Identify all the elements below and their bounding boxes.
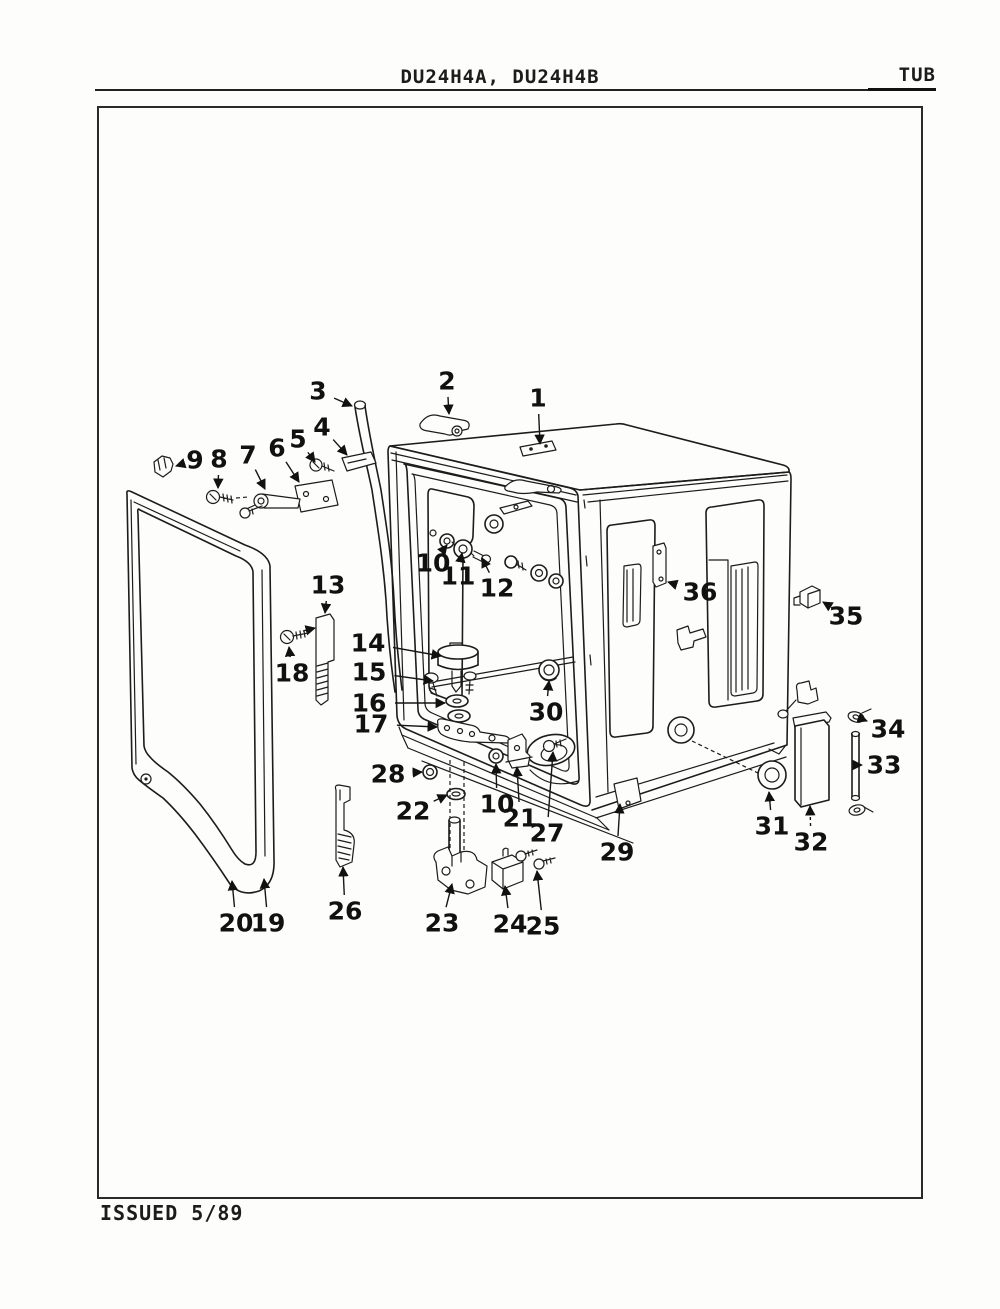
callout-31: 31	[755, 812, 790, 841]
side-panels	[281, 614, 355, 867]
callout-24: 24	[493, 910, 528, 939]
callout-leader-9	[174, 458, 187, 469]
callout-leader-27	[547, 750, 558, 817]
callout-leader-36	[666, 579, 679, 590]
callout-26: 26	[328, 897, 363, 926]
callout-20: 20	[219, 909, 254, 938]
callout-34: 34	[871, 715, 906, 744]
callout-15: 15	[352, 658, 387, 687]
callout-leader-30	[542, 679, 554, 696]
callout-leader-21	[512, 765, 523, 802]
callout-leader-23	[444, 882, 455, 907]
callout-13: 13	[311, 571, 346, 600]
callout-leader-26	[338, 865, 349, 895]
callout-leader-32	[805, 804, 816, 826]
callout-11: 11	[441, 562, 476, 591]
callout-leader-2	[443, 397, 454, 416]
callout-32: 32	[794, 828, 829, 857]
callout-leader-24	[501, 884, 512, 908]
callout-19: 19	[251, 909, 286, 938]
callout-2: 2	[438, 367, 455, 396]
callout-23: 23	[425, 909, 460, 938]
callout-7: 7	[239, 441, 256, 470]
callout-36: 36	[683, 578, 718, 607]
callout-leader-10	[437, 544, 448, 556]
callout-12: 12	[480, 574, 515, 603]
diagram-border-frame	[97, 106, 923, 1199]
callout-18: 18	[275, 659, 310, 688]
callout-leader-17	[397, 721, 439, 732]
callout-29: 29	[600, 838, 635, 867]
callout-22: 22	[396, 797, 431, 826]
callout-leader-31	[764, 790, 776, 810]
header-rule-thick	[868, 88, 936, 91]
callout-8: 8	[210, 445, 227, 474]
callout-leader-35	[822, 602, 834, 612]
callout-leader-18	[284, 645, 296, 657]
tub-interior-parts	[423, 489, 641, 809]
header-model-title: DU24H4A, DU24H4B	[400, 66, 600, 88]
callout-4: 4	[313, 413, 330, 442]
callout-5: 5	[289, 425, 306, 454]
header-section-label: TUB	[898, 64, 936, 86]
callout-16: 16	[352, 689, 387, 718]
callout-leader-4	[333, 440, 348, 456]
callout-leader-10	[490, 762, 502, 788]
callout-leader-29	[614, 802, 625, 836]
callout-14: 14	[351, 629, 386, 658]
callout-3: 3	[309, 377, 326, 406]
door-gasket	[127, 491, 274, 893]
callout-30: 30	[529, 698, 564, 727]
callout-17: 17	[354, 710, 389, 739]
callout-leader-19	[259, 877, 271, 907]
callout-10b: 10	[480, 790, 515, 819]
callout-leader-20	[227, 879, 239, 907]
callout-leader-13	[320, 601, 332, 615]
callout-35: 35	[829, 602, 864, 631]
callout-6: 6	[268, 434, 285, 463]
right-face-details	[607, 500, 873, 817]
callout-leader-12	[482, 557, 491, 573]
callout-leader-14	[393, 647, 443, 660]
callout-28: 28	[371, 760, 406, 789]
callout-27: 27	[530, 819, 565, 848]
header-rule	[95, 89, 936, 91]
callout-leader-5	[305, 451, 316, 463]
callout-21: 21	[503, 804, 538, 833]
callout-leader-11	[455, 551, 466, 564]
callout-9: 9	[186, 446, 203, 475]
callout-leader-3	[334, 397, 353, 407]
callout-leader-1	[534, 414, 545, 446]
callout-10: 10	[416, 549, 451, 578]
callout-leader-6	[286, 462, 299, 483]
callout-1: 1	[529, 384, 546, 413]
callout-leader-15	[394, 674, 435, 685]
callout-leader-22	[434, 794, 448, 804]
callout-leader-7	[255, 470, 265, 490]
footer-issued-date: ISSUED 5/89	[100, 1201, 244, 1225]
callout-leader-25	[532, 869, 544, 910]
top-left-parts	[154, 401, 561, 692]
callout-33: 33	[867, 751, 902, 780]
callout-25: 25	[526, 912, 561, 941]
leveling-leg-parts	[434, 760, 555, 894]
